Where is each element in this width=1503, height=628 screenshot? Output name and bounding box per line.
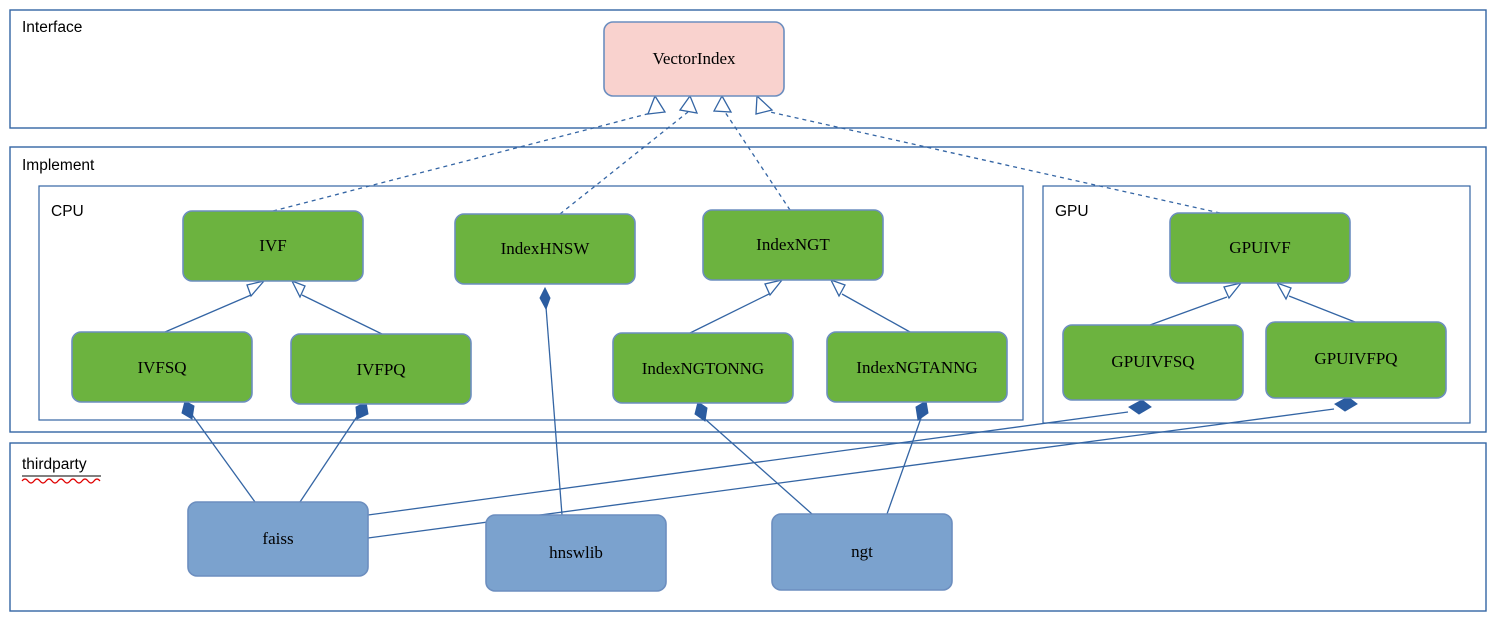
node-faiss[interactable]: faiss — [187, 501, 369, 577]
edge-indexngtonng-indexngt — [689, 293, 770, 334]
node-indexngt-rect[interactable] — [702, 209, 884, 281]
node-vectorindex-rect[interactable] — [603, 21, 785, 97]
edge-ivfpq-ivf — [301, 294, 383, 335]
group-gpu: GPU — [1042, 185, 1471, 424]
group-thirdparty: thirdparty — [9, 442, 1487, 612]
node-ivfpq-label: IVFPQ — [356, 360, 405, 379]
node-indexngtanng-rect[interactable] — [826, 331, 1008, 403]
arrowhead-indexngt-vectorindex-icon — [712, 94, 733, 113]
group-gpu-label: GPU — [1055, 203, 1089, 220]
thirdparty-spellcheck-squiggle-icon — [21, 478, 101, 484]
group-thirdparty-label: thirdparty — [22, 456, 87, 473]
edge-gpuivfsq-gpuivf — [1149, 296, 1228, 326]
group-cpu-label: CPU — [51, 203, 84, 220]
arrowhead-ivf-vectorindex-icon — [647, 94, 667, 115]
node-ivf-rect[interactable] — [182, 210, 364, 282]
edge-ngt-indexngtonng — [704, 418, 813, 515]
node-gpuivfpq[interactable]: GPUIVFPQ — [1265, 321, 1447, 399]
node-vectorindex-label: VectorIndex — [652, 49, 736, 68]
group-interface-label: Interface — [22, 19, 82, 36]
node-faiss-rect[interactable] — [187, 501, 369, 577]
node-gpuivfsq-label: GPUIVFSQ — [1111, 352, 1194, 371]
node-indexngtonng-rect[interactable] — [612, 332, 794, 404]
edge-faiss-gpuivfsq — [367, 411, 1129, 516]
node-ivfsq-label: IVFSQ — [137, 358, 186, 377]
arrowhead-indexngtanng-indexngt-icon — [829, 278, 846, 298]
edge-ngt-indexngtanng — [886, 417, 922, 515]
node-ivfsq-rect[interactable] — [71, 331, 253, 403]
group-cpu: CPU — [38, 185, 1024, 421]
node-indexhnsw-rect[interactable] — [454, 213, 636, 285]
arrowhead-gpuivf-vectorindex-icon — [755, 94, 774, 115]
edge-group-realizations — [272, 94, 1221, 215]
node-indexngtanng[interactable]: IndexNGTANNG — [826, 331, 1008, 403]
edge-gpuivfpq-gpuivf — [1288, 295, 1356, 323]
edge-indexngtanng-indexngt — [841, 293, 911, 333]
node-gpuivf-rect[interactable] — [1169, 212, 1351, 284]
node-gpuivf[interactable]: GPUIVF — [1169, 212, 1351, 284]
diamond-hnswlib-indexhnsw-icon — [539, 286, 551, 311]
node-vectorindex[interactable]: VectorIndex — [603, 21, 785, 97]
diamond-faiss-ivfpq-icon — [355, 401, 369, 420]
arrowhead-gpuivfsq-gpuivf-icon — [1223, 281, 1243, 300]
edge-hnswlib-indexhnsw — [545, 306, 563, 516]
diamond-faiss-gpuivfsq-icon — [1128, 399, 1152, 415]
group-implement-label: Implement — [22, 157, 95, 174]
arrowhead-indexngtonng-indexngt-icon — [764, 278, 784, 297]
node-gpuivfsq-rect[interactable] — [1062, 324, 1244, 401]
node-indexngt[interactable]: IndexNGT — [702, 209, 884, 281]
node-indexngtonng-label: IndexNGTONNG — [642, 359, 764, 378]
node-indexngtonng[interactable]: IndexNGTONNG — [612, 332, 794, 404]
arrowhead-gpuivfpq-gpuivf-icon — [1275, 281, 1292, 301]
node-indexhnsw-label: IndexHNSW — [501, 239, 591, 258]
node-gpuivf-label: GPUIVF — [1229, 238, 1290, 257]
edge-ivf-vectorindex — [272, 111, 656, 212]
edge-faiss-ivfpq — [299, 411, 361, 503]
edge-indexngt-vectorindex — [724, 111, 791, 211]
node-indexngt-label: IndexNGT — [756, 235, 830, 254]
node-gpuivfpq-label: GPUIVFPQ — [1314, 349, 1397, 368]
node-hnswlib[interactable]: hnswlib — [485, 514, 667, 592]
node-indexhnsw[interactable]: IndexHNSW — [454, 213, 636, 285]
group-gpu-box — [1042, 185, 1471, 424]
arrowhead-ivfsq-ivf-icon — [246, 279, 266, 298]
node-ivfpq-rect[interactable] — [290, 333, 472, 405]
node-ngt-rect[interactable] — [771, 513, 953, 591]
node-gpuivfsq[interactable]: GPUIVFSQ — [1062, 324, 1244, 401]
node-faiss-label: faiss — [262, 529, 293, 548]
diamond-faiss-ivfsq-icon — [181, 400, 195, 420]
node-ivf[interactable]: IVF — [182, 210, 364, 282]
node-ivfpq[interactable]: IVFPQ — [290, 333, 472, 405]
diamond-ngt-indexngtonng-icon — [694, 401, 708, 422]
node-hnswlib-rect[interactable] — [485, 514, 667, 592]
edge-faiss-ivfsq — [189, 411, 256, 503]
edge-indexhnsw-vectorindex — [559, 111, 689, 215]
node-ivfsq[interactable]: IVFSQ — [71, 331, 253, 403]
arrowhead-indexhnsw-vectorindex-icon — [678, 94, 699, 114]
diamond-faiss-gpuivfpq-icon — [1334, 396, 1358, 412]
node-ngt[interactable]: ngt — [771, 513, 953, 591]
arrowhead-ivfpq-ivf-icon — [290, 279, 306, 299]
node-indexngtanng-label: IndexNGTANNG — [856, 358, 977, 377]
group-cpu-box — [38, 185, 1024, 421]
edge-gpuivf-vectorindex — [769, 111, 1221, 214]
edge-ivfsq-ivf — [164, 294, 252, 333]
node-ivf-label: IVF — [259, 236, 286, 255]
edge-group-generalizations — [164, 278, 1356, 335]
node-gpuivfpq-rect[interactable] — [1265, 321, 1447, 399]
diamond-ngt-indexngtanng-icon — [915, 400, 929, 421]
group-thirdparty-box — [9, 442, 1487, 612]
edge-group-compositions — [181, 286, 1358, 539]
node-hnswlib-label: hnswlib — [549, 543, 603, 562]
node-ngt-label: ngt — [851, 542, 873, 561]
